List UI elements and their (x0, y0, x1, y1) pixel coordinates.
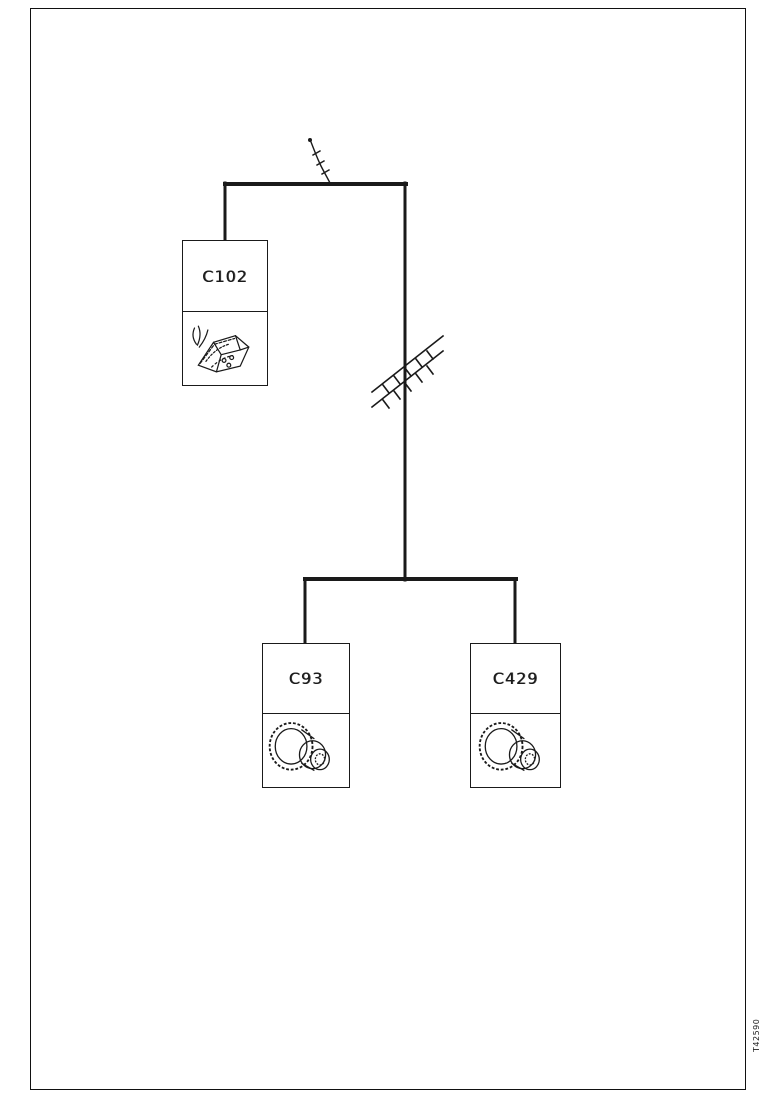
connector-art-cell-c93 (263, 714, 349, 787)
harness-break-icon (370, 334, 445, 410)
c93-connector-illustration-icon (268, 721, 330, 771)
connector-label-c102: C102 (183, 241, 267, 312)
connector-box-c429: C429 (470, 643, 561, 788)
connector-art-cell-c102 (183, 312, 267, 385)
connector-label-c429: C429 (471, 644, 560, 714)
connector-box-c102: C102 (182, 240, 268, 386)
c429-connector-illustration-icon (478, 721, 540, 771)
connector-box-c93: C93 (262, 643, 350, 788)
connector-label-c93: C93 (263, 644, 349, 714)
c102-connector-illustration-icon (192, 325, 250, 373)
connector-art-cell-c429 (471, 714, 560, 787)
harness-continuation-icon (308, 138, 331, 184)
doc-number: T42590 (752, 1018, 761, 1052)
